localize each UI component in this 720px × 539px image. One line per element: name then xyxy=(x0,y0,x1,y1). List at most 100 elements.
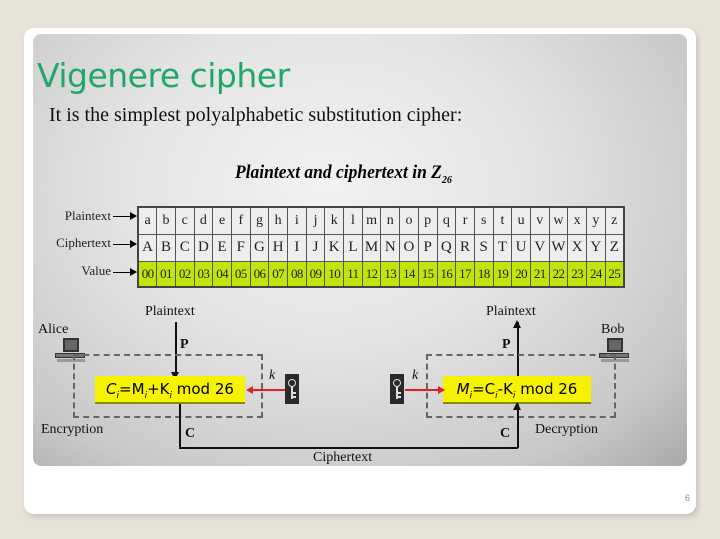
formula-part: mod 26 xyxy=(515,380,578,398)
table-cell: u xyxy=(511,206,531,235)
table-cell: V xyxy=(529,233,550,262)
table-title-subscript: 26 xyxy=(441,173,452,186)
arrow-right-icon xyxy=(113,212,137,220)
formula-part: =M xyxy=(119,380,145,398)
encryption-plaintext-label: Plaintext xyxy=(145,304,195,319)
table-cell: R xyxy=(455,233,475,262)
table-cell: t xyxy=(492,206,513,235)
table-title: Plaintext and ciphertext in Z26 xyxy=(235,162,452,186)
table-cell: d xyxy=(193,206,214,235)
formula-sub: i xyxy=(512,391,516,401)
slide-subtitle: It is the simplest polyalphabetic substi… xyxy=(49,104,463,126)
table-cell: o xyxy=(399,206,419,235)
table-cell: r xyxy=(455,206,475,235)
formula-part: +K xyxy=(147,380,170,398)
arrow-right-icon xyxy=(113,240,137,248)
key-arrow-right-icon xyxy=(405,386,445,393)
table-cell: b xyxy=(156,206,176,235)
formula-part: mod 26 xyxy=(172,380,234,398)
table-cell: 14 xyxy=(399,260,419,288)
table-cell: a xyxy=(137,206,158,235)
table-cell: i xyxy=(287,206,307,235)
table-cell: 23 xyxy=(567,260,587,288)
table-cell: 09 xyxy=(305,260,326,288)
formula-m: M xyxy=(456,380,470,398)
table-cell: 21 xyxy=(529,260,550,288)
ciphertext-label: Ciphertext xyxy=(313,450,373,465)
table-cell: 12 xyxy=(361,260,382,288)
table-cell: M xyxy=(361,233,382,262)
table-cell: 11 xyxy=(343,260,363,288)
encryption-formula: Ci=Mi+Ki mod 26 xyxy=(95,376,245,404)
table-cell: f xyxy=(230,206,251,235)
table-cell: m xyxy=(361,206,382,235)
table-cell: 15 xyxy=(417,260,438,288)
page-number: 6 xyxy=(684,493,690,503)
table-cell: e xyxy=(212,206,232,235)
row-label-plaintext: Plaintext xyxy=(64,208,111,223)
formula-sub: i xyxy=(495,391,498,401)
key-arrow-left-icon xyxy=(246,386,288,393)
table-cell: c xyxy=(174,206,195,235)
formula-sub: i xyxy=(169,391,172,401)
table-cell: U xyxy=(511,233,531,262)
bob-label: Bob xyxy=(601,322,625,337)
table-cell: E xyxy=(212,233,232,262)
table-cell: 08 xyxy=(287,260,307,288)
table-cell: 19 xyxy=(492,260,513,288)
table-cell: 02 xyxy=(174,260,195,288)
table-cell: y xyxy=(586,206,606,235)
decryption-formula: Mi=Ci-Ki mod 26 xyxy=(443,376,591,404)
ciphertext-line xyxy=(179,404,181,448)
table-cell: Q xyxy=(436,233,457,262)
table-cell: K xyxy=(324,233,345,262)
table-cell: x xyxy=(567,206,587,235)
table-cell: 22 xyxy=(548,260,569,288)
table-cell: G xyxy=(249,233,270,262)
table-cell: n xyxy=(380,206,401,235)
table-cell: L xyxy=(343,233,363,262)
encryption-label: Encryption xyxy=(41,422,104,437)
arrow-right-icon xyxy=(113,268,137,276)
table-cell: 10 xyxy=(324,260,345,288)
table-cell: 17 xyxy=(455,260,475,288)
formula-sub: i xyxy=(116,391,120,401)
decryption-c-symbol: C xyxy=(500,426,511,441)
table-cell: w xyxy=(548,206,569,235)
encryption-c-symbol: C xyxy=(185,426,196,441)
decryption-dashed-box xyxy=(426,354,616,418)
table-cell: J xyxy=(305,233,326,262)
table-cell: W xyxy=(548,233,569,262)
formula-part: -K xyxy=(497,380,513,398)
decryption-p-symbol: P xyxy=(502,337,511,352)
table-cell: v xyxy=(529,206,550,235)
table-cell: 20 xyxy=(511,260,531,288)
encryption-dashed-box xyxy=(73,354,263,418)
table-title-text: Plaintext and ciphertext in Z xyxy=(235,162,442,183)
table-cell: A xyxy=(137,233,158,262)
table-cell: 16 xyxy=(436,260,457,288)
slide-title: Vigenere cipher xyxy=(37,56,290,95)
key-icon xyxy=(285,374,299,404)
table-cell: P xyxy=(417,233,438,262)
table-cell: Z xyxy=(604,233,625,262)
formula-part: =C xyxy=(472,380,496,398)
table-cell: 13 xyxy=(380,260,401,288)
encryption-p-symbol: P xyxy=(180,337,189,352)
table-cell: B xyxy=(156,233,176,262)
table-cell: q xyxy=(436,206,457,235)
table-cell: j xyxy=(305,206,326,235)
table-cell: T xyxy=(492,233,513,262)
table-cell: N xyxy=(380,233,401,262)
table-cell: z xyxy=(604,206,625,235)
table-cell: 04 xyxy=(212,260,232,288)
table-cell: D xyxy=(193,233,214,262)
table-cell: 06 xyxy=(249,260,270,288)
table-cell: X xyxy=(567,233,587,262)
decryption-label: Decryption xyxy=(535,422,598,437)
formula-sub: i xyxy=(469,391,473,401)
slide-content-panel: Vigenere cipher It is the simplest polya… xyxy=(33,34,687,466)
